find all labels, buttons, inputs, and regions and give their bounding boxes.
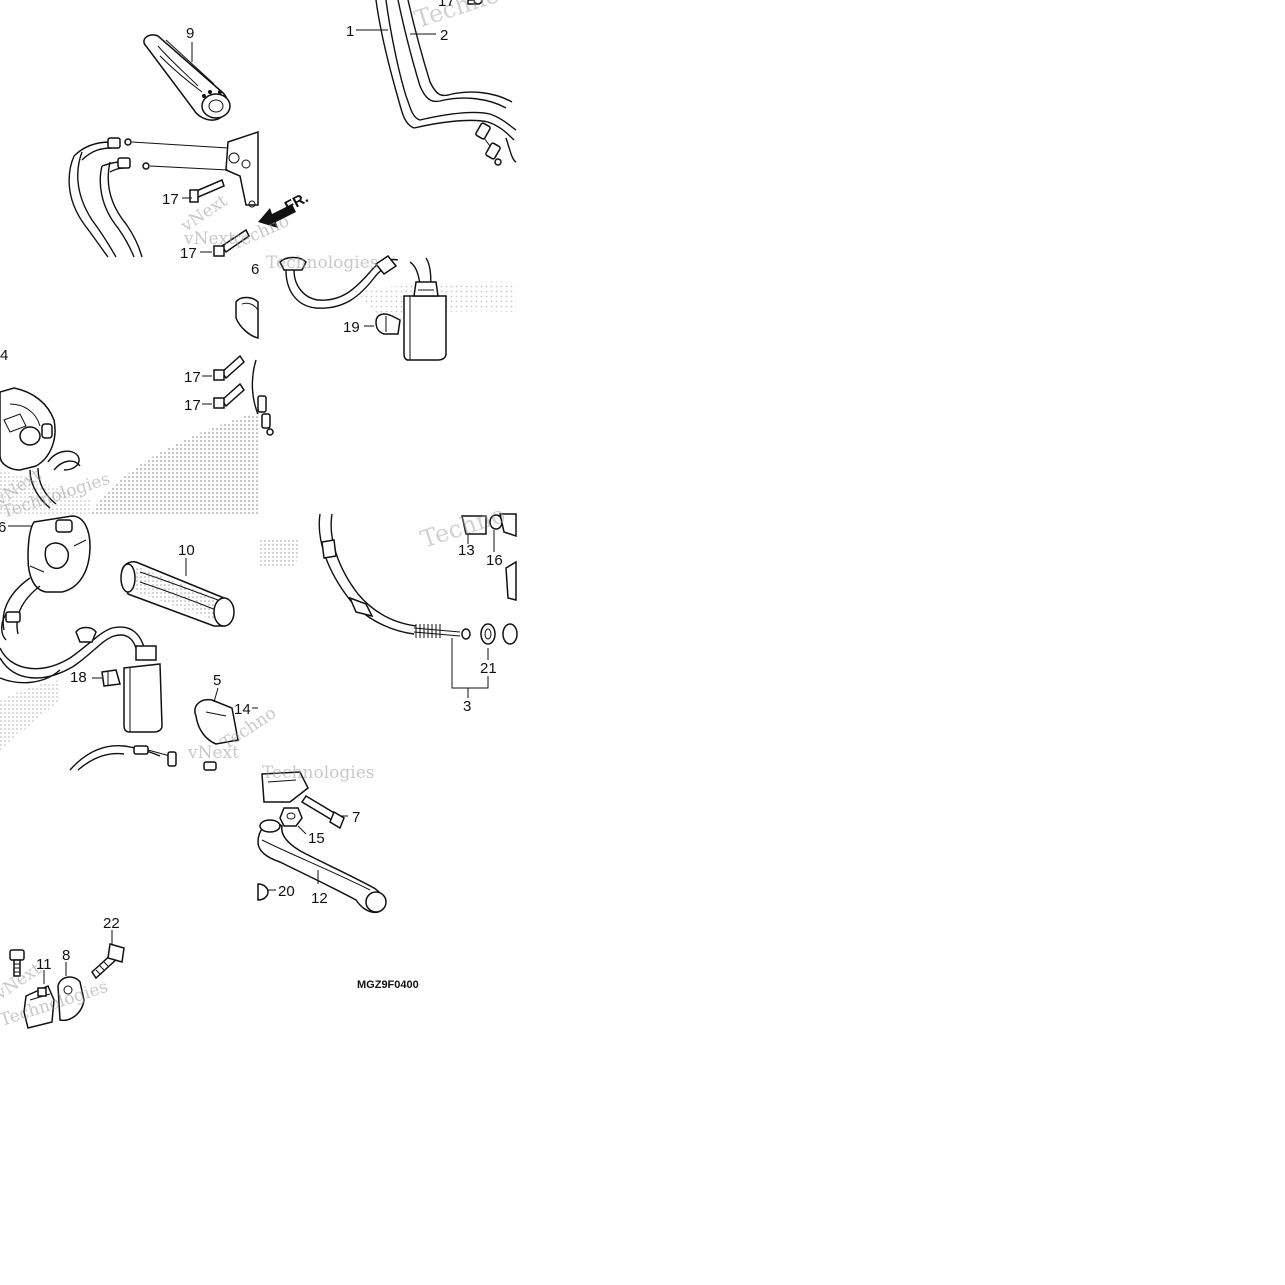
harness-clamp (279, 254, 398, 276)
callout-22: 22 (103, 915, 120, 932)
callout-21: 21 (480, 660, 497, 677)
bolt-17-c (213, 354, 245, 381)
callout-18: 18 (70, 669, 87, 686)
callout-13: 13 (458, 542, 475, 559)
callout-17: 17 (184, 397, 201, 414)
callout-6: 6 (251, 261, 259, 278)
lever-holder (194, 698, 239, 745)
callout-15: 15 (308, 830, 325, 847)
clip-19 (375, 313, 401, 335)
diagram-code: MGZ9F0400 (357, 979, 419, 991)
callout-14: 14 (234, 701, 251, 718)
lever-nut-15 (279, 807, 303, 827)
cable-connector (475, 122, 502, 166)
left-grip (120, 561, 235, 627)
callout-20: 20 (278, 883, 295, 900)
callout-11: 11 (36, 956, 52, 973)
callout-4: 4 (0, 347, 8, 364)
callout-7: 7 (352, 809, 360, 826)
bolt-22 (91, 943, 125, 980)
svg-text:Technologies: Technologies (266, 253, 379, 273)
callout-10: 10 (178, 542, 195, 559)
switch-connector-b (123, 663, 163, 733)
pivot-bolt-7 (300, 794, 345, 830)
tile-middle-left (0, 296, 274, 514)
tile-bottom-left (0, 515, 258, 771)
callout-19: 19 (343, 319, 360, 336)
callout-1: 1 (346, 23, 354, 40)
tile-top-middle (356, 0, 517, 166)
callout-5: 5 (213, 672, 221, 689)
callout-6: 6 (0, 519, 6, 536)
tile-lever (257, 771, 387, 914)
callout-2: 2 (440, 27, 448, 44)
harness-clamp-b (5, 611, 157, 661)
throttle-cables (68, 137, 229, 258)
washer-21 (480, 623, 496, 645)
callout-17: 17 (180, 245, 197, 262)
callout-16: 16 (486, 552, 503, 569)
left-switch-housing (0, 387, 56, 471)
clip-18 (101, 669, 121, 687)
tile-bottom-left-2 (9, 930, 125, 1029)
pivot-screw (9, 949, 25, 977)
callout-17: 17 (162, 191, 179, 208)
switch-connector (403, 281, 447, 361)
svg-text:Techno: Techno (411, 0, 503, 34)
callout-3: 3 (463, 698, 471, 715)
callout-17: 17 (438, 0, 455, 10)
callout-labels: 9 17 17 1 2 17 4 6 17 17 19 6 10 18 5 14… (0, 0, 503, 991)
svg-text:Technologies: Technologies (262, 763, 375, 783)
bolt-17-b (213, 228, 250, 257)
tile-bottom-center (258, 513, 518, 698)
tile-top-left (68, 34, 296, 258)
svg-text:Techno: Techno (228, 211, 293, 254)
clutch-switch (23, 985, 55, 1029)
bolt-17-d (213, 382, 245, 409)
throttle-grip (143, 34, 231, 121)
clutch-cable (318, 513, 471, 640)
lever-bracket-parts (461, 513, 517, 601)
front-direction-arrow-icon (258, 204, 296, 228)
right-switch-housing (27, 515, 91, 593)
bolt-17-a (189, 178, 225, 203)
callout-12: 12 (311, 890, 328, 907)
svg-text:vNext: vNext (187, 743, 239, 763)
callout-8: 8 (62, 947, 70, 964)
callout-17: 17 (184, 369, 201, 386)
tile-middle-center (279, 254, 516, 361)
callout-9: 9 (186, 25, 194, 42)
cable-end (133, 745, 217, 771)
svg-text:vNext: vNext (183, 229, 235, 249)
holder-8 (57, 976, 85, 1022)
clutch-lever (257, 819, 387, 914)
